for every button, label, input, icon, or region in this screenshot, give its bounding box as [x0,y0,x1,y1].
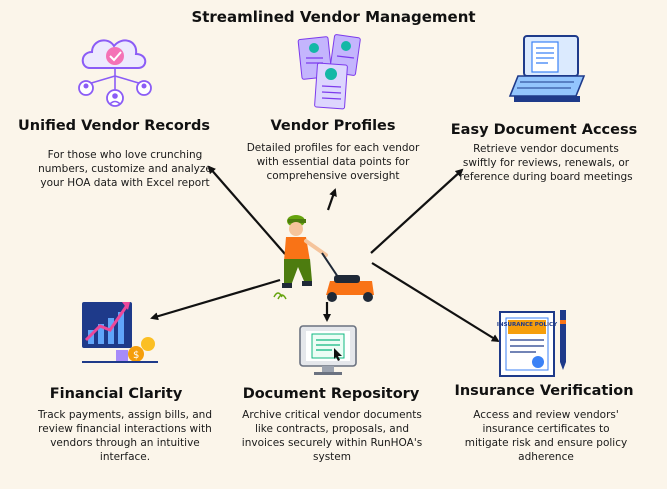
cloud-network-icon [78,39,152,107]
policy-label: INSURANCE POLICY [497,322,558,328]
finance-chart-icon: $ [82,302,158,363]
arrow-to-insurance [371,262,500,343]
document-repository-title: Document Repository [242,386,420,402]
insurance-policy-icon: INSURANCE POLICY [497,310,566,377]
monitor-document-icon [299,325,357,375]
laptop-documents-icon [508,35,586,102]
arrow-to-unified [207,165,286,255]
svg-text:$: $ [133,350,139,361]
insurance-verification-desc: Access and review vendors' insurance cer… [464,409,628,463]
insurance-verification-title: Insurance Verification [454,383,634,399]
financial-clarity-desc: Track payments, assign bills, and review… [38,409,212,463]
unified-vendor-records-desc: For those who love crunching numbers, cu… [38,149,212,189]
profile-cards-icon [297,34,361,110]
vendor-profiles-desc: Detailed profiles for each vendor with e… [246,142,420,182]
arrow-to-financial [150,278,281,321]
arrow-to-profiles [326,188,337,211]
page-title: Streamlined Vendor Management [191,8,476,26]
easy-document-access-title: Easy Document Access [450,122,638,138]
financial-clarity-title: Financial Clarity [49,386,183,402]
easy-document-access-desc: Retrieve vendor documents swiftly for re… [459,143,633,183]
unified-vendor-records-title: Unified Vendor Records [18,118,210,134]
arrow-to-easy [370,168,464,254]
vendor-profiles-title: Vendor Profiles [270,118,396,134]
document-repository-desc: Archive critical vendor documents like c… [241,409,423,463]
lawn-mower-worker-icon [273,215,374,302]
